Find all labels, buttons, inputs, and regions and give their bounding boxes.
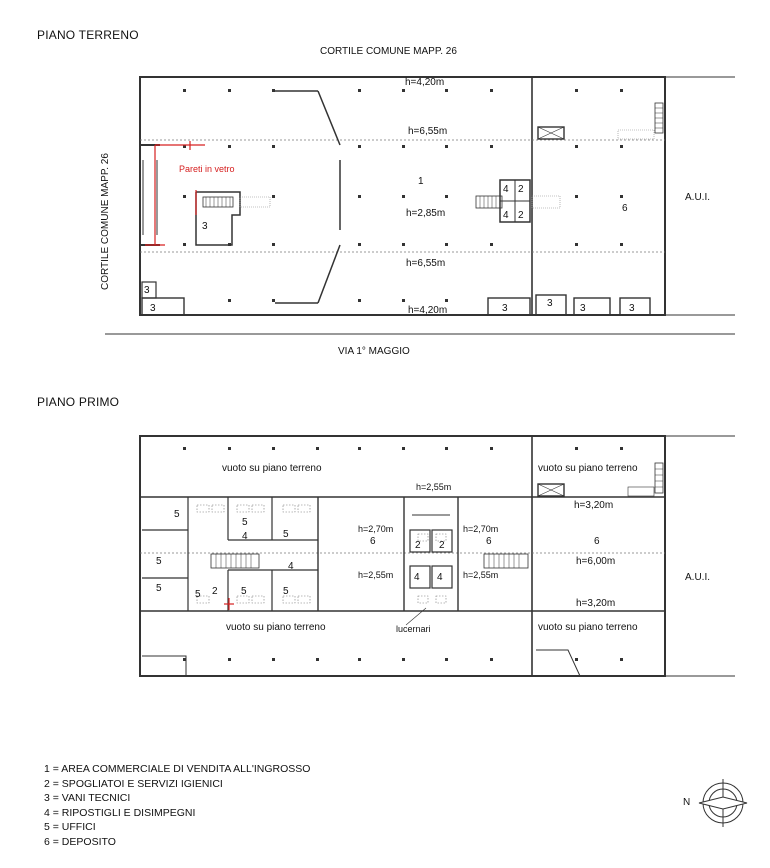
ff-depot-a: 6: [370, 536, 376, 547]
room-1-label: 1: [418, 176, 424, 187]
diagonal-wall-top: [317, 90, 341, 146]
ground-floor-columns: [183, 89, 623, 302]
legend-item-5: 5 = UFFICI: [44, 821, 96, 834]
room-3-b2-label: 3: [502, 303, 508, 314]
ff-storage-c: 4: [414, 572, 420, 583]
tech-room-b3: [535, 294, 567, 316]
first-floor-columns: [183, 447, 623, 661]
ground-floor-title: PIANO TERRENO: [37, 28, 139, 42]
room-2a-label: 2: [518, 184, 524, 195]
ground-floor-plan: [105, 76, 735, 335]
ff-storage-b: 4: [288, 561, 294, 572]
room-6-label: 6: [622, 203, 628, 214]
ff-office-d: 5: [156, 556, 162, 567]
room-4b-label: 4: [503, 210, 509, 221]
room-3-b1-label: 3: [150, 303, 156, 314]
ff-depot-c: 6: [594, 536, 600, 547]
skylight-label: lucernari: [396, 624, 431, 634]
ff-office-f: 5: [195, 589, 201, 600]
height-upper-band: h=6,55m: [408, 126, 448, 137]
ff-storage-d: 4: [437, 572, 443, 583]
legend-item-4: 4 = RIPOSTIGLI E DISIMPEGNI: [44, 806, 196, 819]
first-floor-title: PIANO PRIMO: [37, 395, 120, 409]
room-3-b3b-label: 3: [580, 303, 586, 314]
ff-height-core-right-upper: h=2,70m: [463, 524, 499, 534]
legend: 1 = AREA COMMERCIALE DI VENDITA ALL'INGR…: [44, 762, 310, 850]
ff-wc-b: 2: [439, 540, 445, 551]
legend-item-6: 6 = DEPOSITO: [44, 835, 116, 848]
street-label: VIA 1° MAGGIO: [338, 346, 410, 357]
ff-storage-a: 4: [242, 531, 248, 542]
void-top-right: vuoto su piano terreno: [538, 463, 638, 474]
ff-height-core-left-upper: h=2,70m: [358, 524, 394, 534]
ff-office-c: 5: [283, 529, 289, 540]
tech-room-small: [141, 281, 157, 299]
tech-room-b4: [619, 297, 651, 316]
ff-office-b: 5: [242, 517, 248, 528]
ff-height-core-left-lower: h=2,55m: [358, 570, 394, 580]
tech-room-b1: [141, 297, 185, 316]
north-compass-icon: [698, 779, 748, 827]
void-bottom-left: vuoto su piano terreno: [226, 622, 326, 633]
ff-depot-b: 6: [486, 536, 492, 547]
room-4a-label: 4: [503, 184, 509, 195]
first-floor-outline: [139, 435, 666, 677]
height-center: h=2,85m: [406, 208, 446, 219]
top-courtyard-label: CORTILE COMUNE MAPP. 26: [320, 46, 457, 57]
ff-wc-a: 2: [415, 540, 421, 551]
room-3-left-label: 3: [202, 221, 208, 232]
ff-office-h: 5: [283, 586, 289, 597]
glass-walls: [145, 141, 205, 246]
room-2b-label: 2: [518, 210, 524, 221]
ff-office-e: 5: [156, 583, 162, 594]
room-3-small-label: 3: [144, 285, 150, 296]
ff-height-lower: h=3,20m: [576, 598, 616, 609]
skylights: [196, 504, 447, 604]
room-3-b4-label: 3: [629, 303, 635, 314]
aui-label-ground: A.U.I.: [685, 192, 711, 203]
void-bottom-right: vuoto su piano terreno: [538, 622, 638, 633]
ground-floor-outline: [139, 76, 666, 316]
glass-walls-note: Pareti in vetro: [179, 164, 235, 174]
ff-height-upper: h=3,20m: [574, 500, 614, 511]
tech-room-b2: [487, 297, 531, 316]
diagonal-wall-bottom: [317, 244, 341, 304]
ff-height-center: h=6,00m: [576, 556, 616, 567]
legend-item-1: 1 = AREA COMMERCIALE DI VENDITA ALL'INGR…: [44, 763, 311, 775]
height-top: h=4,20m: [405, 77, 445, 88]
aui-label-first: A.U.I.: [685, 572, 711, 583]
left-courtyard-label: CORTILE COMUNE MAPP. 26: [100, 153, 111, 290]
ff-height-core-top: h=2,55m: [416, 482, 452, 492]
legend-item-3: 3 = VANI TECNICI: [44, 792, 131, 805]
first-floor-plan: [139, 435, 735, 677]
room-3-b3-label: 3: [547, 298, 553, 309]
tech-room-left: [195, 191, 241, 246]
ff-height-core-right-lower: h=2,55m: [463, 570, 499, 580]
void-top-left: vuoto su piano terreno: [222, 463, 322, 474]
north-label: N: [683, 797, 691, 808]
ff-office-g: 5: [241, 586, 247, 597]
ff-wc-c: 2: [212, 586, 218, 597]
legend-item-2: 2 = SPOGLIATOI E SERVIZI IGIENICI: [44, 777, 223, 790]
lift: [537, 126, 565, 140]
ff-office-a: 5: [174, 509, 180, 520]
height-lower-band: h=6,55m: [406, 258, 446, 269]
height-bottom: h=4,20m: [408, 305, 448, 316]
